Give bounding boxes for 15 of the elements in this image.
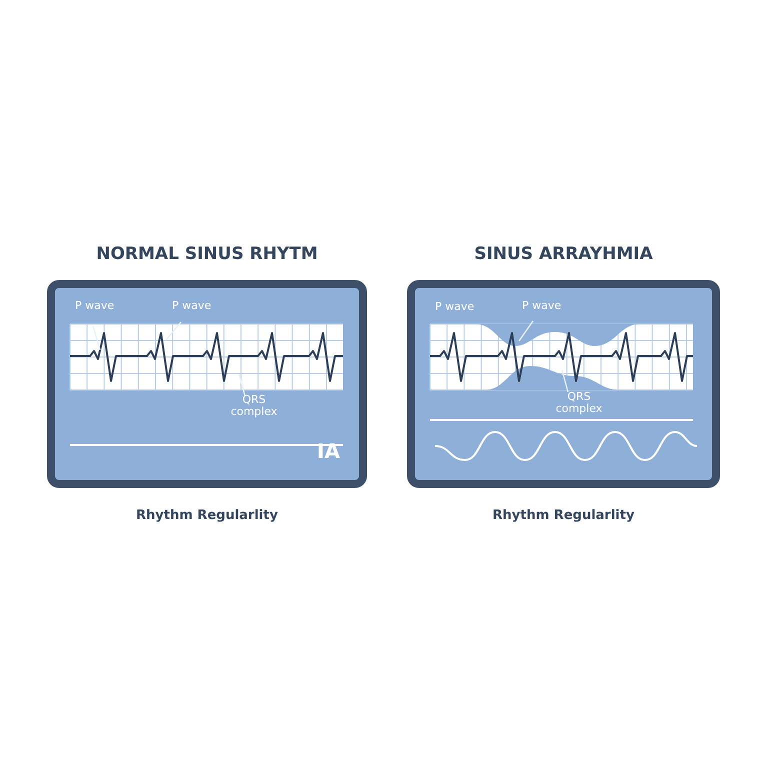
panel-caption: Rhythm Regularlity — [492, 508, 636, 523]
leader-line — [561, 370, 569, 392]
callout-label: P wave — [522, 300, 562, 312]
panel-caption: Rhythm Regularlity — [135, 508, 279, 523]
callout-label: QRS complex — [230, 394, 278, 418]
panel-heading: SINUS ARRAYHMIA — [473, 244, 654, 264]
callout-label: P wave — [435, 300, 474, 313]
callout-label: P wave — [75, 300, 114, 312]
leader-line — [166, 322, 182, 340]
callout-label: P wave — [172, 300, 212, 312]
panel-heading: NORMAL SINUS RHYTM — [95, 244, 319, 264]
callout-label: QRS complex — [555, 391, 603, 415]
leader-line — [92, 326, 101, 350]
leader-line — [238, 374, 246, 396]
leader-line — [518, 320, 534, 342]
